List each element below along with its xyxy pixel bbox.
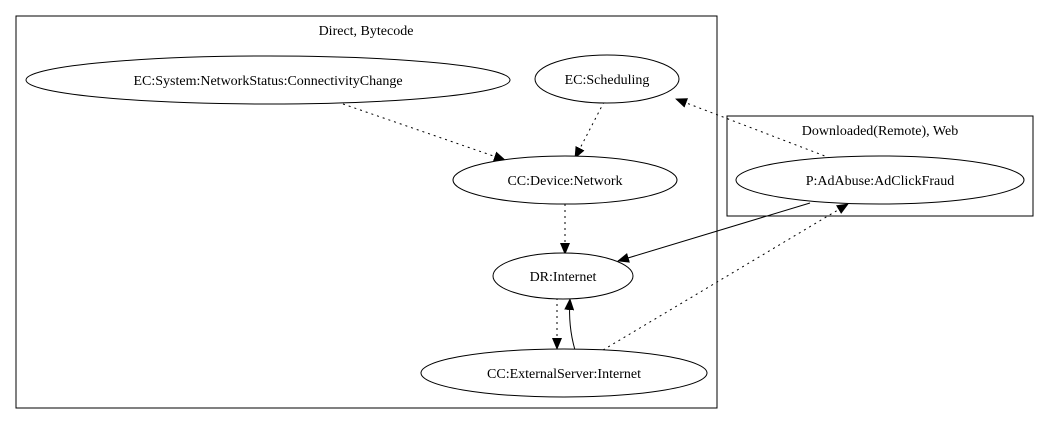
node-internet-label: DR:Internet xyxy=(530,270,597,285)
node-scheduling: EC:Scheduling xyxy=(534,54,680,104)
node-scheduling-label: EC:Scheduling xyxy=(565,73,650,88)
node-ad-click-fraud: P:AdAbuse:AdClickFraud xyxy=(735,155,1025,205)
node-connectivity-change: EC:System:NetworkStatus:ConnectivityChan… xyxy=(25,55,511,105)
edge-scheduling-to-device-network xyxy=(574,101,605,159)
edge-connectivity-to-device-network xyxy=(342,103,506,162)
cluster-direct-bytecode-label: Direct, Bytecode xyxy=(319,24,414,39)
cluster-downloaded-web: Downloaded(Remote), Web xyxy=(726,115,1034,217)
node-internet: DR:Internet xyxy=(492,252,634,300)
edges xyxy=(342,98,849,351)
edge-external-server-to-internet xyxy=(564,298,576,351)
node-external-server: CC:ExternalServer:Internet xyxy=(420,348,708,398)
edge-ad-click-fraud-to-internet xyxy=(617,202,811,263)
edge-external-server-to-ad-click-fraud xyxy=(602,203,849,351)
node-device-network-label: CC:Device:Network xyxy=(507,174,622,189)
node-connectivity-change-label: EC:System:NetworkStatus:ConnectivityChan… xyxy=(133,74,402,89)
cluster-downloaded-web-label: Downloaded(Remote), Web xyxy=(802,124,958,139)
node-device-network: CC:Device:Network xyxy=(452,155,678,205)
cluster-direct-bytecode: Direct, Bytecode xyxy=(15,15,718,409)
node-external-server-label: CC:ExternalServer:Internet xyxy=(487,367,641,382)
node-ad-click-fraud-label: P:AdAbuse:AdClickFraud xyxy=(806,174,955,189)
